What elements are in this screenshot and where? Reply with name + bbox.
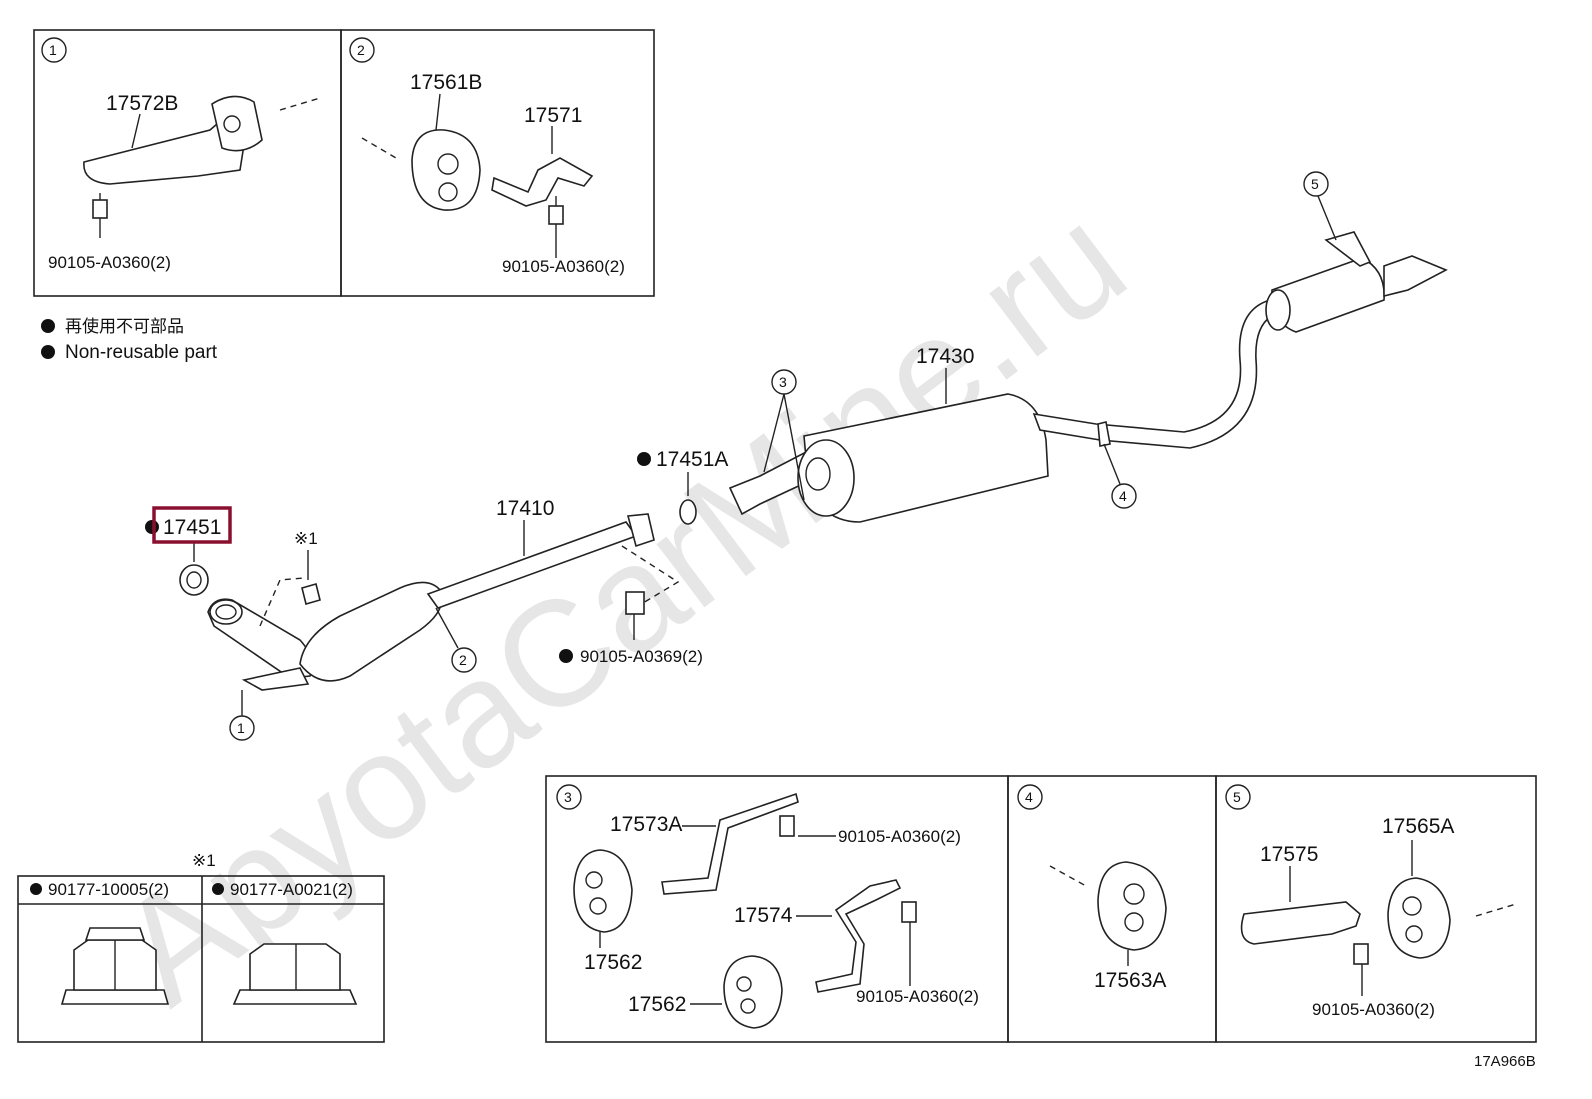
- callout-1[interactable]: [229, 715, 255, 741]
- bolt-icon: [625, 591, 645, 615]
- part-label-17572B[interactable]: 17572B: [106, 92, 178, 115]
- inset-5-number: 5: [1233, 789, 1241, 805]
- part-label-17565A[interactable]: 17565A: [1382, 815, 1454, 838]
- hanger-rod-icon: [661, 792, 799, 895]
- part-label-bolt-a[interactable]: 90105-A0360(2): [838, 827, 961, 846]
- rubber-support-icon: [1097, 861, 1167, 951]
- rubber-support-icon: [573, 849, 633, 933]
- hanger-rod-icon: [815, 879, 902, 993]
- rubber-support-icon: [411, 129, 481, 211]
- part-label-17571[interactable]: 17571: [524, 104, 582, 127]
- inset-3-number: 3: [564, 789, 572, 805]
- nut-note: ※1: [294, 529, 318, 548]
- part-label-17430[interactable]: 17430: [916, 345, 974, 368]
- part-label-bolt[interactable]: 90105-A0360(2): [1312, 1000, 1435, 1019]
- part-label-17563A[interactable]: 17563A: [1094, 969, 1166, 992]
- callout-5[interactable]: [1303, 171, 1329, 197]
- inset-2: 2 17561B 17571 90105-A0360(2): [349, 37, 625, 276]
- flange-nut-icon: [60, 989, 170, 1005]
- inset-2-number: 2: [357, 42, 365, 58]
- rubber-support-icon: [723, 955, 783, 1029]
- inset-1-number: 1: [49, 42, 57, 58]
- nut-table-frame: [17, 875, 385, 1043]
- flange-nut-icon: [232, 989, 358, 1005]
- gasket-icon: [179, 564, 209, 596]
- bolt-icon: [901, 901, 917, 923]
- legend-en: Non-reusable part: [65, 342, 218, 363]
- part-label-nut-a[interactable]: 90177-10005(2): [48, 880, 169, 899]
- callout-2[interactable]: [451, 647, 477, 673]
- rubber-mount-icon: [211, 95, 263, 152]
- callout-4-label: 4: [1119, 488, 1127, 504]
- non-reusable-dot-icon: [559, 649, 573, 663]
- main-labels: 17451 ※1 17410 17451A 17430 90105-A0369(…: [145, 171, 1337, 741]
- inset-5-frame: [1215, 775, 1537, 1043]
- inset-5: 5 17575 17565A 90105-A0360(2): [1225, 784, 1517, 1019]
- non-reusable-dot-icon: [637, 452, 651, 466]
- gasket-icon: [679, 499, 697, 525]
- hanger-rod-icon: [491, 157, 594, 207]
- hanger-bracket-icon: [1240, 901, 1361, 945]
- callout-1-label: 1: [237, 720, 245, 736]
- muffler-end-icon: [797, 439, 855, 517]
- callout-circle: [349, 37, 375, 63]
- part-label-17451A[interactable]: 17451A: [656, 448, 728, 471]
- part-label-bolt[interactable]: 90105-A0360(2): [48, 253, 171, 272]
- nut-table: ※1 90177-10005(2) 90177-A0021(2): [17, 851, 385, 1043]
- part-label-17574[interactable]: 17574: [734, 904, 793, 927]
- highlight-frame: [152, 506, 232, 544]
- part-label-17410[interactable]: 17410: [496, 497, 554, 520]
- part-label-bolt[interactable]: 90105-A0360(2): [502, 257, 625, 276]
- non-reusable-dot-icon: [41, 319, 55, 333]
- callout-4[interactable]: [1111, 483, 1137, 509]
- part-label-17451[interactable]: 17451: [163, 516, 221, 539]
- diagram-code: 17A966B: [1474, 1053, 1536, 1070]
- part-label-nut-b[interactable]: 90177-A0021(2): [230, 880, 353, 899]
- non-reusable-dot-icon: [41, 345, 55, 359]
- callout-circle: [1017, 784, 1043, 810]
- callout-5-label: 5: [1311, 176, 1319, 192]
- rubber-support-icon: [1387, 877, 1451, 959]
- part-label-17562-a[interactable]: 17562: [584, 951, 642, 974]
- non-reusable-dot-icon: [212, 883, 224, 895]
- main-exhaust-assembly: [179, 231, 1448, 691]
- callout-circle: [556, 784, 582, 810]
- non-reusable-dot-icon: [30, 883, 42, 895]
- inset-1: 1 17572B 90105-A0360(2): [41, 37, 321, 272]
- non-reusable-dot-icon: [145, 520, 159, 534]
- callout-3[interactable]: [771, 369, 797, 395]
- legend: 再使用不可部品 Non-reusable part: [41, 316, 218, 363]
- callout-3-label: 3: [779, 374, 787, 390]
- nut-icon: [301, 583, 321, 605]
- callout-2-label: 2: [459, 652, 467, 668]
- part-label-bolt-b[interactable]: 90105-A0360(2): [856, 987, 979, 1006]
- callout-circle: [41, 37, 67, 63]
- inset-3: 3 17573A 90105-A0360(2) 17562 17574 9010…: [556, 784, 979, 1029]
- part-label-17562-b[interactable]: 17562: [628, 993, 686, 1016]
- bolt-icon: [548, 205, 564, 225]
- inset-4-number: 4: [1025, 789, 1033, 805]
- tail-tip-icon: [1383, 255, 1448, 298]
- bolt-icon: [1353, 943, 1369, 965]
- legend-jp: 再使用不可部品: [65, 316, 184, 336]
- part-label-17561B[interactable]: 17561B: [410, 71, 482, 94]
- bolt-icon: [92, 199, 108, 219]
- part-label-bolt[interactable]: 90105-A0369(2): [580, 647, 703, 666]
- inset-2-frame: [340, 29, 655, 297]
- callout-circle: [1225, 784, 1251, 810]
- nut-table-note: ※1: [192, 851, 216, 870]
- part-label-17575[interactable]: 17575: [1260, 843, 1318, 866]
- inset-4: 4 17563A: [1017, 784, 1167, 992]
- bolt-icon: [779, 815, 795, 837]
- part-label-17573A[interactable]: 17573A: [610, 813, 682, 836]
